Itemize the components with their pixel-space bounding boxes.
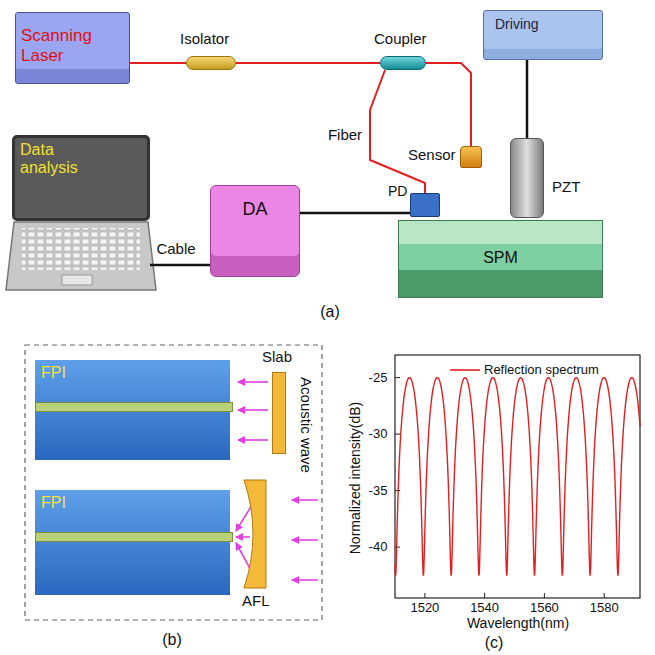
cable: [300, 212, 410, 215]
node-label: Data analysis: [20, 141, 90, 178]
tick-label: 1520: [410, 601, 439, 615]
legend-text: Reflection spectrum: [484, 363, 599, 377]
tick-label: -30: [369, 427, 388, 441]
slab: Slab: [262, 348, 302, 456]
isolator-shape: [186, 56, 236, 70]
node-label: Scanning Laser: [21, 26, 105, 65]
node-label: Isolator: [180, 30, 229, 47]
coupler-shape: [380, 56, 426, 70]
fiber-core: [35, 402, 233, 412]
node-label: Sensor: [408, 146, 456, 163]
pzt: PZT: [510, 138, 590, 220]
optical-fiber: [130, 62, 186, 64]
cable: [150, 264, 210, 267]
da-box-shape: [210, 185, 300, 277]
node-label: Slab: [262, 348, 292, 365]
isolator: Isolator: [178, 30, 244, 72]
tick-label: 1540: [470, 601, 499, 615]
optical-fiber: [426, 63, 471, 146]
touchpad: [62, 275, 92, 285]
laptop: Data analysis: [12, 135, 150, 290]
fpi-block: FPI: [35, 360, 230, 460]
fiber-core: [35, 532, 233, 542]
tick-label: -25: [369, 370, 388, 384]
node-label: PD: [388, 183, 407, 199]
node-label: Driving: [495, 16, 539, 32]
sensor-shape: [460, 146, 482, 168]
chart-frame: [395, 355, 640, 598]
node-label: DA: [242, 199, 267, 220]
coupler: Coupler: [372, 30, 434, 72]
spectrum-curve: [395, 378, 640, 576]
photodetector-shape: [410, 193, 440, 217]
slab-shape: [272, 372, 286, 454]
axis-title: Normalized intensity(dB): [348, 402, 363, 555]
legend-sample: [450, 369, 480, 371]
fiber-label: Fiber: [328, 127, 362, 144]
driving-box: Driving: [483, 10, 603, 60]
axis-title: Wavelength(nm): [467, 616, 569, 631]
sensor: Sensor: [408, 140, 483, 170]
photodetector: PD: [388, 183, 444, 223]
spm-slab: SPM: [398, 220, 603, 298]
wave-label: Acoustic wave: [298, 377, 315, 473]
fpi-block: FPI: [35, 490, 230, 595]
tick-label: 1580: [590, 601, 619, 615]
optical-fiber: [370, 70, 425, 193]
afl-lens: AFL: [238, 478, 288, 613]
node-label: AFL: [242, 592, 270, 609]
laser-box: Scanning Laser: [15, 12, 130, 84]
node-label: SPM: [483, 249, 518, 267]
tick-label: -40: [369, 540, 388, 554]
laptop-base: [6, 222, 156, 290]
optical-fiber: [236, 62, 380, 64]
dashed-frame: [25, 345, 322, 620]
da-box: DA: [210, 185, 300, 277]
keyboard-keys: [22, 228, 140, 270]
panel-label: (b): [162, 631, 182, 649]
afl-lens-outline: [238, 478, 268, 590]
node-label: Coupler: [374, 30, 427, 47]
node-label: FPI: [41, 364, 66, 382]
cable: [526, 60, 529, 138]
pzt-shape: [510, 138, 544, 218]
panel-label: (a): [320, 303, 340, 321]
tick-label: 1560: [530, 601, 559, 615]
panel-label: (c): [485, 634, 504, 652]
cable-label: Cable: [156, 241, 195, 258]
node-label: PZT: [552, 178, 580, 195]
tick-label: -35: [369, 483, 388, 497]
node-label: FPI: [41, 494, 66, 512]
